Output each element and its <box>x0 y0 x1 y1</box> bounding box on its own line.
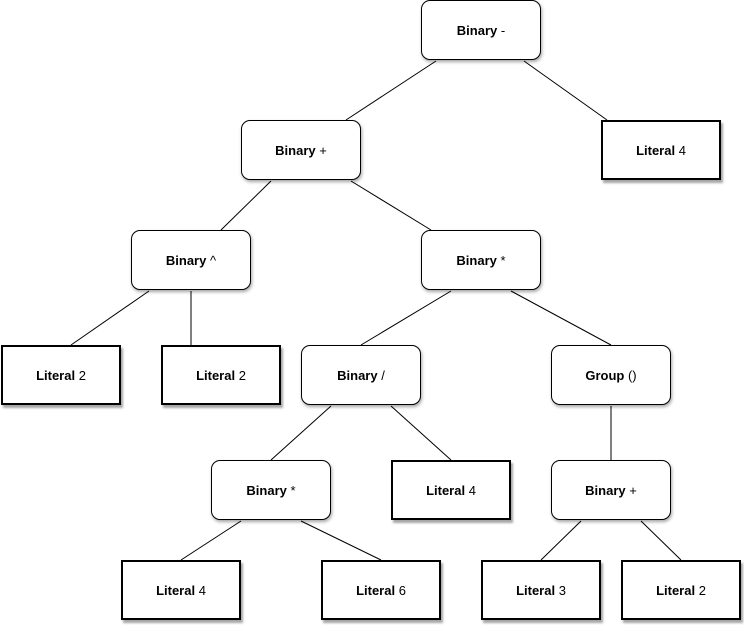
node-value-label: 4 <box>678 142 686 158</box>
edge-n10-n13 <box>180 520 242 561</box>
node-value-label: * <box>290 482 296 498</box>
edge-n2-n4 <box>220 180 272 231</box>
node-value-label: () <box>627 367 637 383</box>
node-binary-n4[interactable]: Binary ^ <box>131 230 251 290</box>
node-kind-label: Literal <box>516 582 556 598</box>
edge-n1-n3 <box>523 60 608 121</box>
node-binary-n5[interactable]: Binary * <box>421 230 541 290</box>
node-value-label: + <box>319 142 327 158</box>
node-binary-n2[interactable]: Binary + <box>241 120 361 180</box>
node-literal-n6[interactable]: Literal 2 <box>1 345 121 405</box>
node-value-label: 2 <box>238 367 246 383</box>
node-literal-n16[interactable]: Literal 2 <box>621 560 741 620</box>
node-binary-n1[interactable]: Binary - <box>421 0 541 60</box>
node-kind-label: Binary <box>456 22 498 38</box>
node-value-label: * <box>500 252 506 268</box>
node-literal-n3[interactable]: Literal 4 <box>601 120 721 180</box>
node-value-label: 2 <box>698 582 706 598</box>
edge-n12-n15 <box>540 520 582 561</box>
node-value-label: 2 <box>78 367 86 383</box>
node-group-n9[interactable]: Group () <box>551 345 671 405</box>
node-kind-label: Binary <box>275 142 316 158</box>
node-kind-label: Binary <box>165 252 207 268</box>
edge-n8-n10 <box>270 405 332 461</box>
edge-n1-n2 <box>345 60 437 121</box>
node-binary-n12[interactable]: Binary + <box>551 460 671 520</box>
node-value-label: 3 <box>558 582 566 598</box>
node-value-label: + <box>629 482 637 498</box>
node-kind-label: Literal <box>156 582 196 598</box>
node-value-label: 4 <box>468 482 476 498</box>
node-kind-label: Literal <box>36 367 76 383</box>
node-literal-n14[interactable]: Literal 6 <box>321 560 441 620</box>
node-kind-label: Binary <box>585 482 626 498</box>
edge-n10-n14 <box>300 520 382 561</box>
edge-n12-n16 <box>640 520 682 561</box>
node-value-label: 4 <box>198 582 206 598</box>
edge-n8-n11 <box>390 405 452 461</box>
node-value-label: - <box>500 22 506 38</box>
node-kind-label: Group <box>585 367 625 383</box>
node-kind-label: Literal <box>356 582 396 598</box>
node-binary-n8[interactable]: Binary / <box>301 345 421 405</box>
node-literal-n11[interactable]: Literal 4 <box>391 460 511 520</box>
node-kind-label: Literal <box>196 367 236 383</box>
edge-n2-n5 <box>350 180 432 231</box>
edge-n5-n9 <box>510 290 612 346</box>
node-kind-label: Literal <box>636 142 676 158</box>
edge-n4-n6 <box>70 290 150 346</box>
node-literal-n7[interactable]: Literal 2 <box>161 345 281 405</box>
node-value-label: ^ <box>209 252 217 268</box>
node-kind-label: Binary <box>337 367 378 383</box>
node-kind-label: Binary <box>246 482 287 498</box>
node-literal-n15[interactable]: Literal 3 <box>481 560 601 620</box>
node-binary-n10[interactable]: Binary * <box>211 460 331 520</box>
node-kind-label: Literal <box>426 482 466 498</box>
node-kind-label: Binary <box>456 252 497 268</box>
node-value-label: / <box>381 367 385 383</box>
node-kind-label: Literal <box>656 582 696 598</box>
node-literal-n13[interactable]: Literal 4 <box>121 560 241 620</box>
node-value-label: 6 <box>398 582 406 598</box>
edge-n5-n8 <box>360 290 452 346</box>
